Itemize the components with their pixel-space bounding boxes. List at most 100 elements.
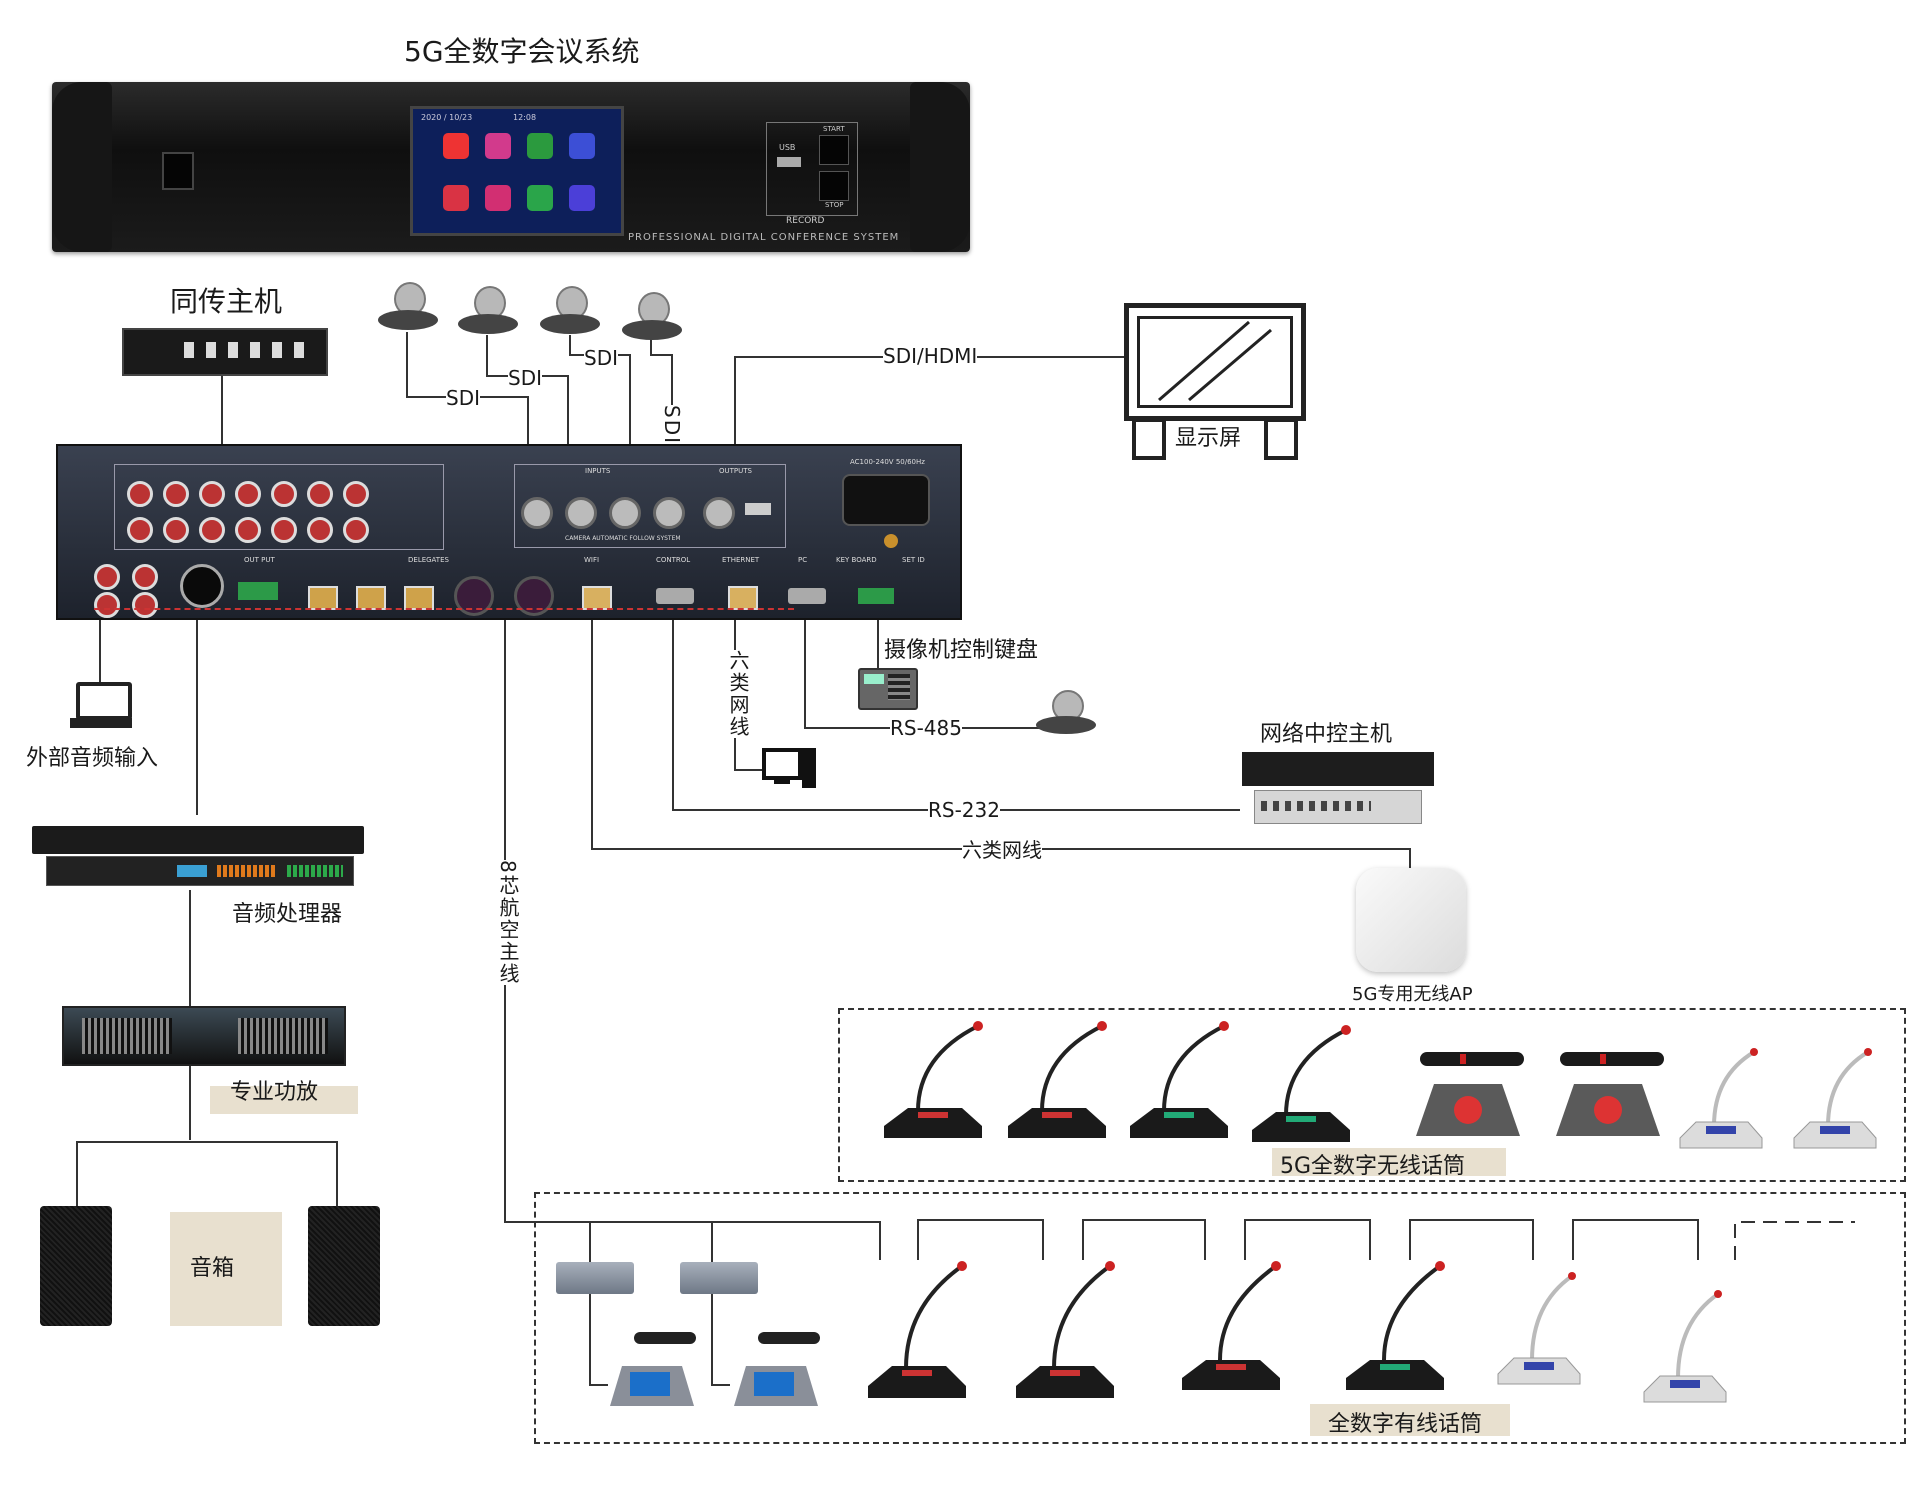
front-panel-caption: PROFESSIONAL DIGITAL CONFERENCE SYSTEM [628, 232, 900, 243]
terminal-block[interactable] [238, 582, 278, 600]
touch-screen[interactable]: 2020 / 10/23 12:08 [410, 106, 624, 236]
display-stand-left [1132, 418, 1166, 460]
xlr-output[interactable] [180, 564, 224, 608]
usb-port[interactable] [777, 157, 801, 167]
ground-terminal [884, 534, 898, 548]
ethernet-port[interactable] [728, 586, 758, 610]
outputs-label: OUTPUTS [719, 467, 752, 475]
pc-db9[interactable] [788, 588, 826, 604]
power-switch[interactable] [162, 152, 194, 190]
record-panel: USB START STOP [766, 122, 858, 216]
sdi-label-2: SDI [508, 366, 542, 390]
camera-keyboard-device [858, 668, 918, 710]
amplifier-title: 专业功放 [230, 1080, 319, 1105]
wireless-chairman-mic-1 [1410, 1044, 1526, 1148]
laptop-icon [70, 682, 132, 734]
wired-adapter-2 [680, 1262, 758, 1294]
wired-mic-group [534, 1192, 1906, 1444]
main-system-title: 5G全数字会议系统 [404, 35, 640, 68]
sdi-in-3[interactable] [609, 497, 641, 529]
keyboard-terminal[interactable] [858, 588, 894, 604]
display-title: 显示屏 [1175, 426, 1242, 451]
delegate-port-3[interactable] [404, 586, 434, 610]
delegate-port-2[interactable] [356, 586, 386, 610]
line-out-right[interactable] [132, 592, 158, 618]
sdi-label-4: SDI [660, 405, 684, 445]
out-put-label: OUT PUT [244, 556, 275, 564]
sdi-out[interactable] [703, 497, 735, 529]
wired-mic-4 [1340, 1256, 1450, 1396]
wireless-mic-label-bg [1272, 1148, 1506, 1176]
aviation-port-2[interactable] [514, 576, 554, 616]
rs485-label: RS-485 [890, 716, 962, 740]
wired-mic-1 [862, 1256, 972, 1406]
video-io-block: INPUTS OUTPUTS CAMERA AUTOMATIC FOLLOW S… [514, 464, 786, 548]
ptz-camera-3 [540, 286, 600, 342]
wifi-label: WIFI [584, 556, 600, 564]
ethernet-label: ETHERNET [722, 556, 760, 564]
stop-button[interactable] [819, 171, 849, 201]
line-in-right[interactable] [94, 592, 120, 618]
cat6-ap-label: 六类网线 [962, 838, 1042, 862]
wired-mic-2 [1010, 1256, 1120, 1406]
wired-mic-title: 全数字有线话筒 [1328, 1412, 1483, 1437]
wireless-mic-title: 5G全数字无线话筒 [1280, 1154, 1466, 1179]
wired-adapter-1 [556, 1262, 634, 1294]
wired-mic-silver-1 [1494, 1270, 1584, 1390]
display-screen [1124, 303, 1306, 421]
tracking-camera [1036, 690, 1096, 740]
network-controller-title: 网络中控主机 [1260, 722, 1393, 747]
ptz-camera-4 [622, 292, 682, 348]
wired-mic-3 [1176, 1256, 1286, 1396]
wireless-mic-silver-1 [1676, 1046, 1766, 1154]
wireless-ap-device [1356, 868, 1466, 972]
rs232-label: RS-232 [928, 798, 1000, 822]
keyboard-label: KEY BOARD [836, 556, 877, 564]
pc-icon [762, 748, 818, 790]
delegate-port-1[interactable] [308, 586, 338, 610]
sdi-label-1: SDI [446, 386, 480, 410]
control-db9[interactable] [656, 588, 694, 604]
line-in-left[interactable] [94, 564, 120, 590]
amplifier-device [62, 1006, 346, 1066]
setid-label: SET ID [902, 556, 925, 564]
amplifier-label-bg [210, 1086, 358, 1114]
sdi-label-3: SDI [584, 346, 618, 370]
sdi-hdmi-label: SDI/HDMI [883, 344, 978, 368]
ptz-camera-2 [458, 286, 518, 342]
camera-follow-label: CAMERA AUTOMATIC FOLLOW SYSTEM [565, 535, 681, 542]
audio-processor-device [32, 826, 364, 888]
start-label: START [823, 125, 845, 133]
network-controller-device [1242, 752, 1434, 826]
speaker-right [308, 1206, 380, 1326]
wireless-mic-group [838, 1008, 1906, 1182]
pc-label: PC [798, 556, 808, 564]
speakers-title: 音箱 [190, 1256, 235, 1281]
stop-label: STOP [825, 201, 844, 209]
wireless-mic-4 [1246, 1020, 1356, 1150]
sdi-in-2[interactable] [565, 497, 597, 529]
external-audio-title: 外部音频输入 [26, 746, 159, 771]
inputs-label: INPUTS [585, 467, 611, 475]
wifi-port[interactable] [582, 586, 612, 610]
wireless-mic-2 [1002, 1016, 1112, 1146]
start-button[interactable] [819, 135, 849, 165]
rca-input-block [114, 464, 444, 550]
main-system-front-panel: 2020 / 10/23 12:08 USB START STOP RECORD… [52, 82, 970, 252]
power-socket[interactable] [842, 474, 930, 526]
wireless-mic-silver-2 [1790, 1046, 1880, 1154]
wired-mic-label-bg [1310, 1404, 1510, 1436]
sdi-in-1[interactable] [521, 497, 553, 529]
delegates-label: DELEGATES [408, 556, 449, 564]
wired-mic-silver-2 [1640, 1288, 1730, 1408]
wired-chairman-mic-1 [604, 1328, 700, 1414]
interpreter-host-device [122, 328, 328, 376]
ptz-camera-1 [378, 282, 438, 338]
main-system-rear-panel: INPUTS OUTPUTS CAMERA AUTOMATIC FOLLOW S… [56, 444, 962, 620]
sdi-in-4[interactable] [653, 497, 685, 529]
screen-time: 12:08 [513, 113, 537, 122]
aviation-port-1[interactable] [454, 576, 494, 616]
line-out-left[interactable] [132, 564, 158, 590]
hdmi-out[interactable] [745, 503, 771, 515]
power-label: AC100-240V 50/60Hz [850, 458, 925, 466]
